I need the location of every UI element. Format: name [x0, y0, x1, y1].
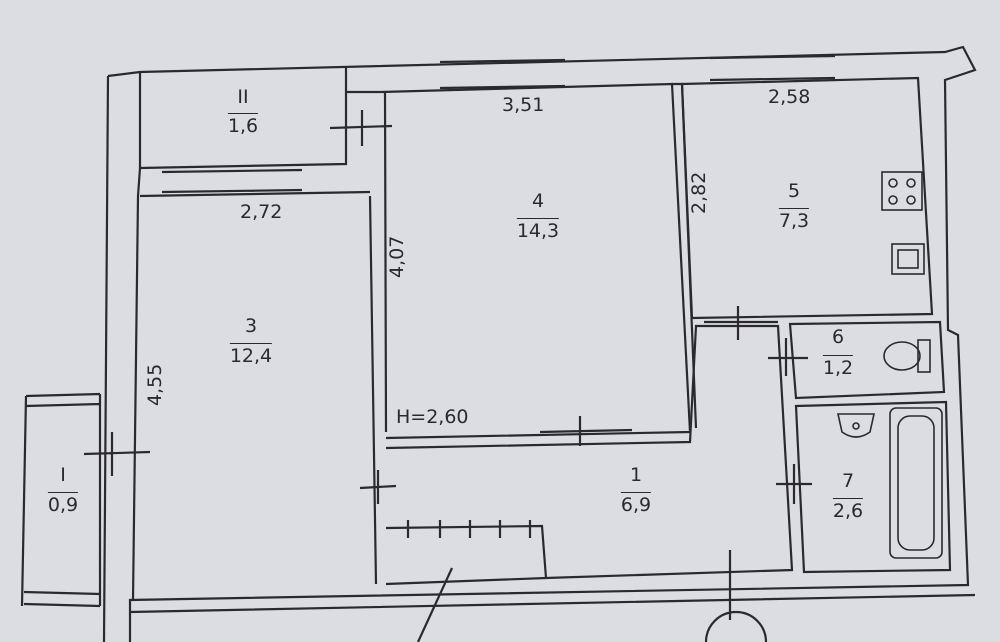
dimension-room-3-width: 2,72: [240, 201, 283, 223]
axis-marker: [704, 610, 768, 642]
bathtub-icon: [889, 407, 943, 559]
balcony-i-outline: [20, 392, 102, 607]
room-i-number: I: [60, 464, 66, 486]
dimension-room-4-width: 3,51: [502, 94, 545, 116]
room-1-area: 6,9: [620, 492, 652, 516]
washbasin-icon: [837, 413, 875, 438]
room-5-wall: [680, 76, 934, 320]
room-5-top-window: [709, 54, 836, 82]
ceiling-height: H=2,60: [396, 406, 469, 428]
room-3-number: 3: [244, 315, 258, 337]
room-6-number: 6: [831, 326, 845, 348]
room-4-number: 4: [531, 190, 545, 212]
toilet-icon: [883, 339, 931, 373]
corridor-wall: [385, 324, 794, 586]
kitchen-sink-icon: [891, 243, 925, 275]
room-4-top-wall: [346, 58, 566, 94]
dimension-room-4-depth: 4,07: [386, 235, 408, 278]
dimension-room-5-width: 2,58: [768, 86, 811, 108]
room-5-area: 7,3: [778, 208, 810, 232]
stove-icon: [881, 171, 923, 211]
closet-wall: [385, 524, 548, 579]
room-3-top-wall: [139, 168, 371, 198]
room-3-area: 12,4: [229, 343, 273, 367]
dimension-room-3-depth: 4,55: [144, 363, 166, 406]
room-4-wall: [379, 82, 692, 440]
room-i-area: 0,9: [47, 492, 79, 516]
room-5-number: 5: [787, 180, 801, 202]
room-6-area: 1,2: [822, 355, 854, 379]
room-6-wall: [788, 320, 946, 400]
partition-3-4: [368, 91, 388, 585]
left-wall-outline: [102, 75, 110, 642]
room-7-number: 7: [841, 470, 855, 492]
room-7-wall: [794, 400, 952, 574]
door-marks: [83, 110, 812, 620]
room-1-number: 1: [629, 464, 643, 486]
room-4-area: 14,3: [516, 218, 560, 242]
leader-line: [417, 567, 453, 642]
outer-wall-inner: [131, 72, 142, 601]
loggia-ii-wall: [139, 68, 348, 170]
room-ii-number: II: [237, 86, 249, 108]
outer-wall: [107, 45, 977, 642]
room-ii-area: 1,6: [227, 113, 259, 137]
room-7-area: 2,6: [832, 498, 864, 522]
bottom-wall: [23, 590, 976, 614]
dimension-room-5-depth: 2,82: [688, 171, 710, 214]
